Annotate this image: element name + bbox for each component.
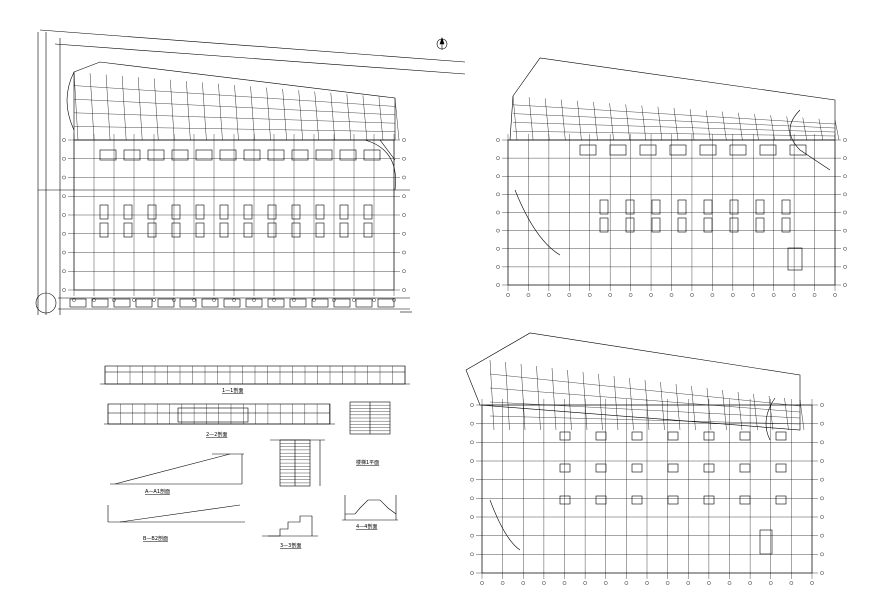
site-plan-1 (35, 29, 466, 315)
stair-plan-title: 楼梯1平面 (356, 459, 379, 466)
section-drawings (100, 365, 410, 537)
section-2-2-title: 2—2剖面 (206, 431, 227, 438)
section-b-b2-title: B—B2剖面 (143, 535, 168, 542)
north-arrow-icon (436, 37, 448, 50)
section-1-1-title: 1—1剖面 (222, 387, 243, 394)
section-4-4-title: 4—4剖面 (356, 523, 377, 530)
site-plan-3 (465, 332, 824, 585)
section-3-3-title: 3—3剖面 (280, 542, 301, 549)
section-a-a1-title: A—A1剖面 (145, 488, 170, 495)
site-plan-2 (496, 57, 847, 297)
